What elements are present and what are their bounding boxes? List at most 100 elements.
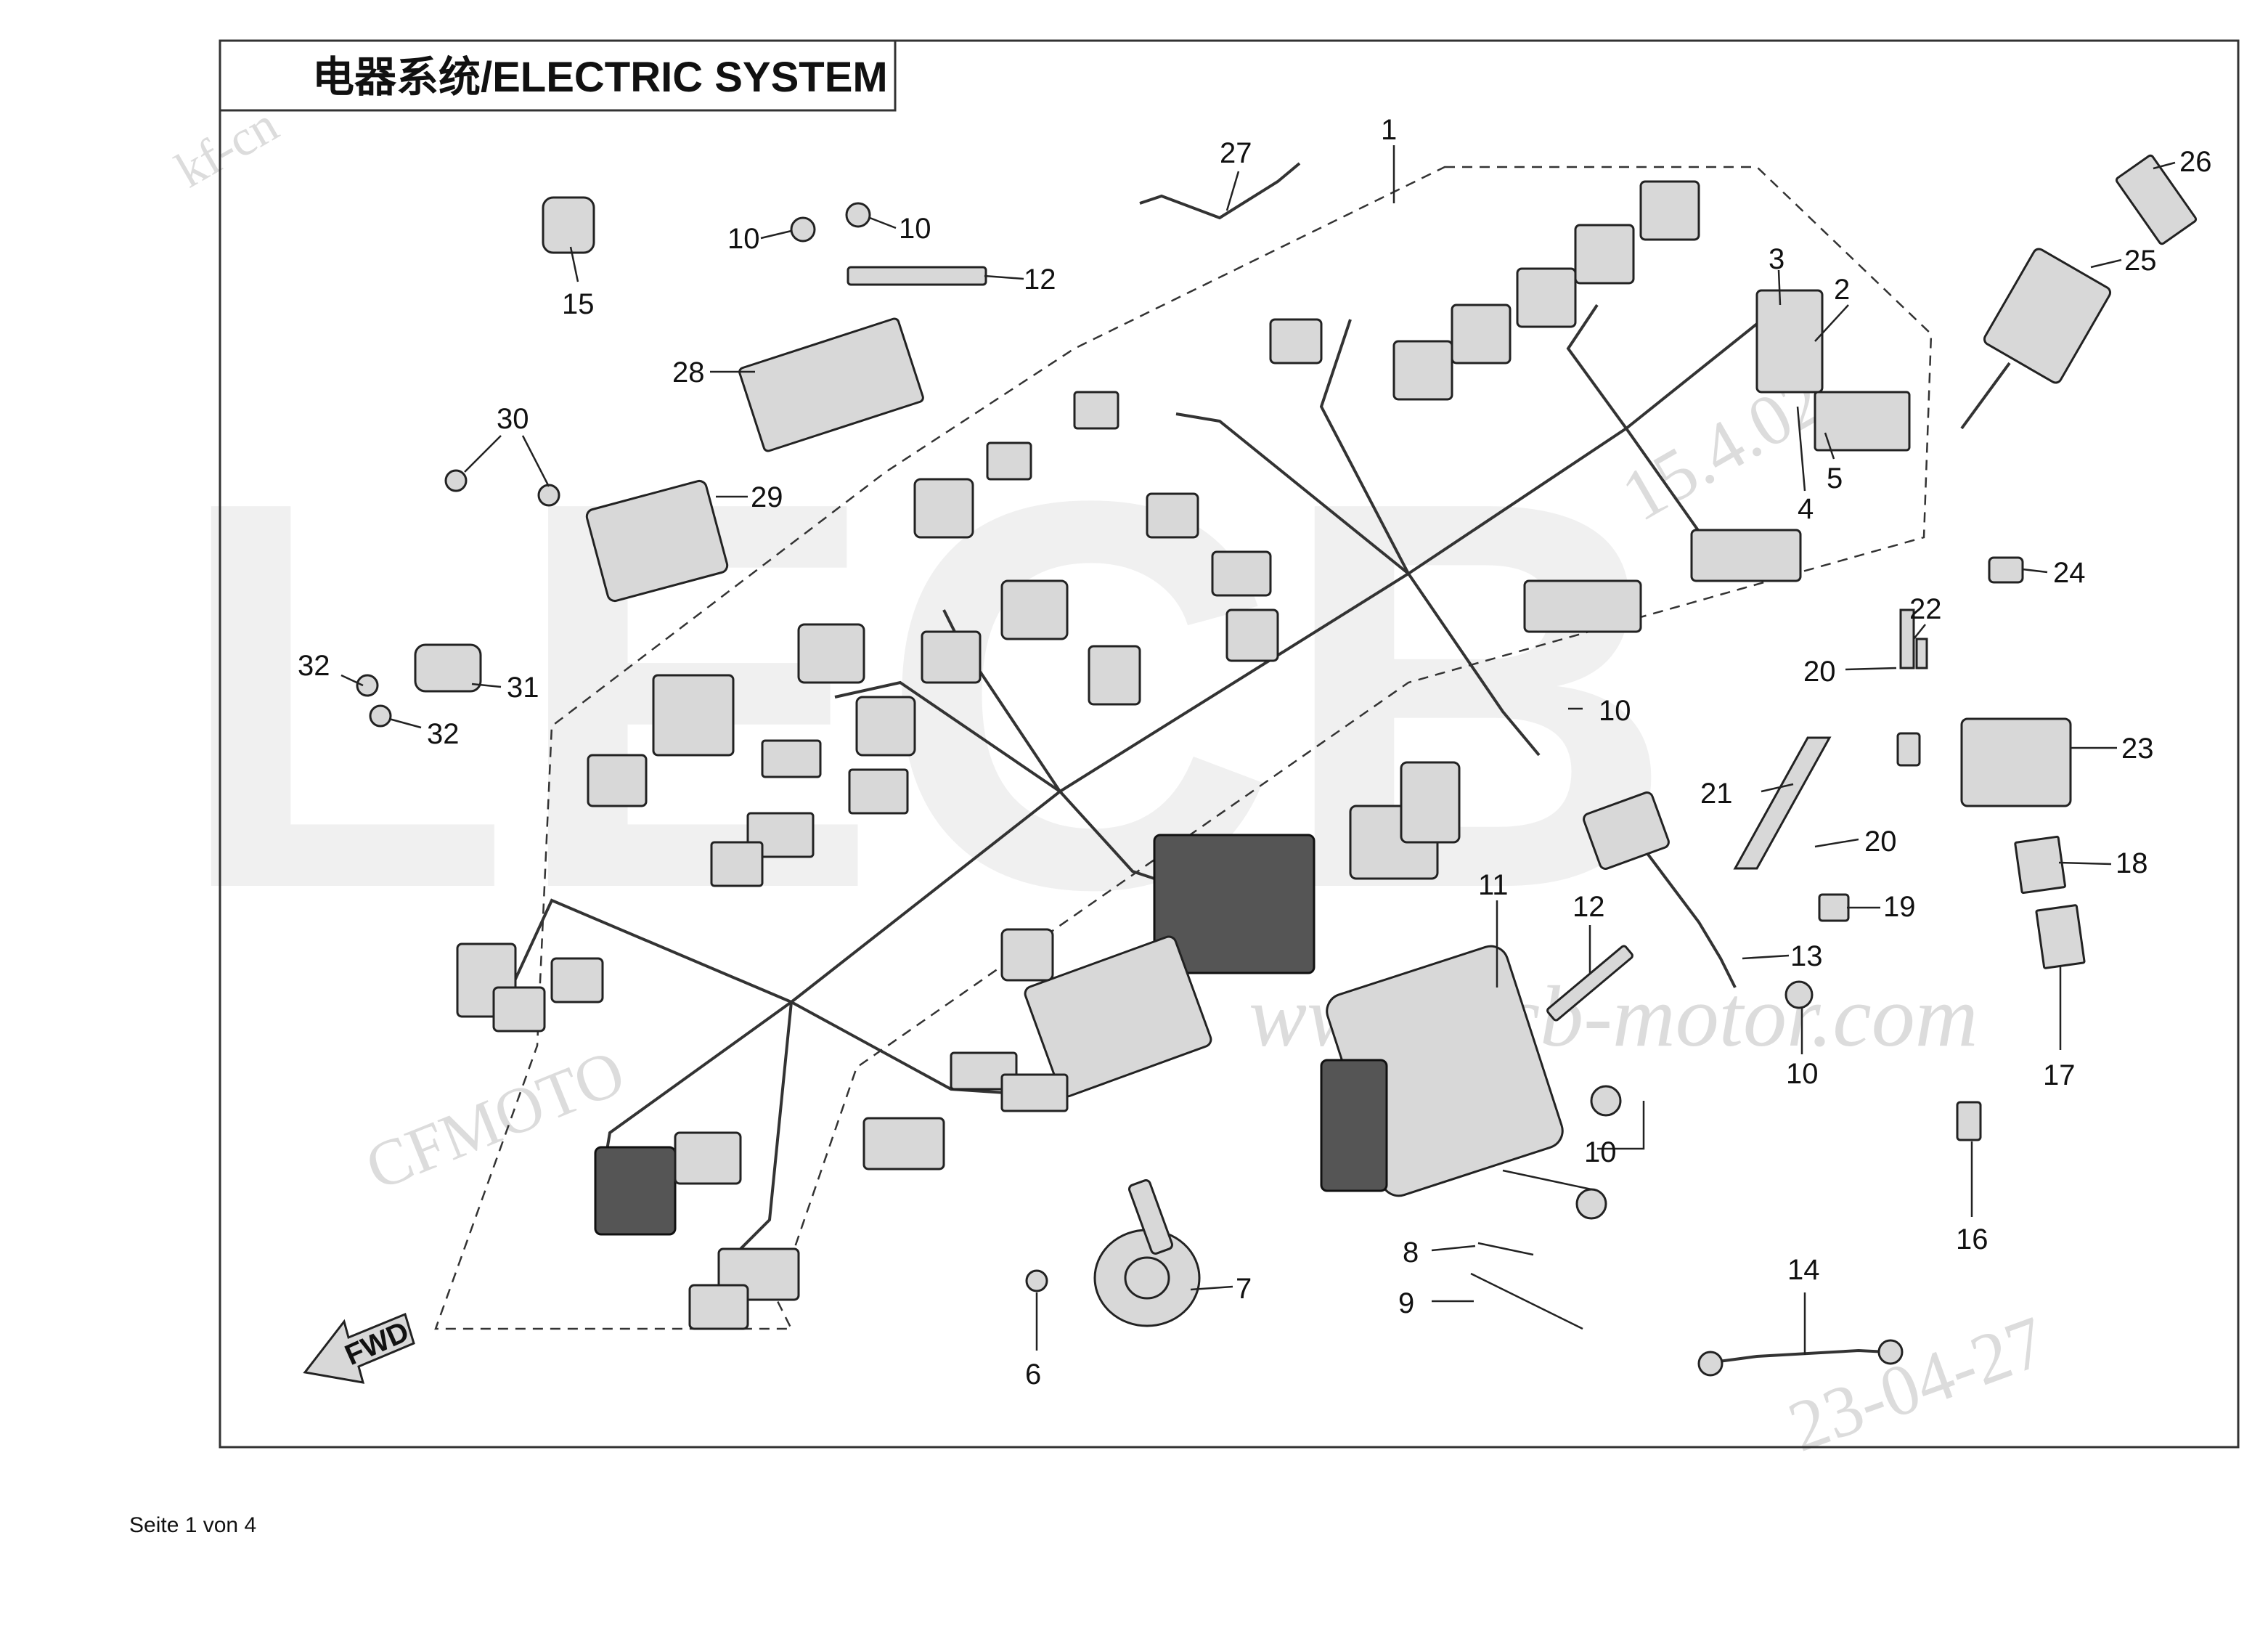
callout-27: 27 [1220, 137, 1252, 169]
connector [1088, 645, 1141, 706]
leader-line [471, 683, 502, 688]
callouts: 1 2 3 4 5 6 7 8 9 10 10 10 10 10 11 12 1… [298, 114, 2212, 1390]
callout-19: 19 [1883, 891, 1916, 923]
leader-line [1597, 1101, 1645, 1150]
fuse-box-cover [1814, 391, 1911, 452]
connector [1225, 608, 1279, 662]
connector [1451, 304, 1512, 365]
ecu-connector-housing [1024, 935, 1212, 1098]
callout-26: 26 [2179, 146, 2212, 178]
callout-20b: 20 [1864, 826, 1897, 858]
connector [921, 630, 982, 684]
callout-10b: 10 [899, 213, 931, 245]
callout-18: 18 [2116, 847, 2148, 879]
callout-8: 8 [1403, 1237, 1419, 1269]
nut [537, 484, 560, 507]
callout-10d: 10 [1786, 1058, 1819, 1090]
connector [761, 739, 822, 778]
connector [492, 986, 546, 1033]
starter-relay-cable [1632, 834, 1737, 988]
connector [1073, 391, 1119, 430]
leader-line [1742, 954, 1790, 960]
leader-line [869, 216, 897, 229]
bolt [845, 202, 871, 228]
harness-connectors [456, 180, 1911, 1330]
callout-17: 17 [2043, 1059, 2076, 1091]
leader-line [2090, 258, 2122, 269]
callout-11: 11 [1478, 869, 1509, 901]
callout-30: 30 [497, 403, 529, 435]
bolt [790, 216, 816, 243]
connector [550, 957, 604, 1003]
starter-relay [1583, 791, 1670, 870]
leader-line [464, 435, 502, 473]
callout-10a: 10 [727, 223, 760, 255]
callout-1: 1 [1381, 114, 1397, 146]
leader-line [388, 717, 422, 729]
callout-13: 13 [1790, 940, 1823, 972]
callout-2: 2 [1834, 274, 1850, 306]
bolt [1590, 1085, 1622, 1117]
callout-9: 9 [1398, 1287, 1414, 1319]
leader-line [1777, 269, 1782, 306]
page-title: 电器系统/ELECTRIC SYSTEM [312, 54, 888, 101]
callout-15: 15 [562, 288, 595, 320]
leader-line [1190, 1285, 1233, 1291]
watermark-brand-small: CFMOTO [356, 1036, 634, 1205]
cable-tie [1470, 1272, 1583, 1330]
bolt [1025, 1269, 1048, 1292]
bracket [1915, 638, 1928, 669]
connector [913, 478, 974, 539]
ground-cable [1139, 162, 1301, 220]
connector [1000, 579, 1069, 640]
callout-25: 25 [2124, 245, 2157, 277]
connector [1516, 267, 1577, 328]
connector [1000, 928, 1054, 982]
harness-branch [507, 898, 792, 1003]
harness-branch [834, 680, 1061, 793]
harness-branch [1319, 319, 1410, 574]
harness-branch [1566, 304, 1628, 430]
callout-20a: 20 [1803, 656, 1836, 688]
callout-6: 6 [1025, 1359, 1041, 1390]
drawing-frame [219, 39, 2240, 1449]
connector [1392, 340, 1453, 401]
control-unit [1983, 248, 2112, 384]
leader-line [521, 435, 550, 487]
clip [1988, 556, 2024, 584]
mounting-strap [847, 266, 987, 286]
connector [1639, 180, 1700, 241]
bolt [1575, 1188, 1607, 1220]
connector [1400, 761, 1461, 844]
leader-line [1814, 838, 1859, 848]
control-module [585, 479, 729, 603]
callout-10e: 10 [1584, 1136, 1617, 1168]
callout-22: 22 [1909, 593, 1942, 625]
callout-3: 3 [1769, 243, 1784, 275]
leader-line [760, 229, 792, 240]
callout-28: 28 [672, 357, 705, 388]
connector [855, 696, 916, 757]
fwd-arrow [303, 1312, 415, 1384]
watermark-corner: kf-cn [167, 97, 287, 199]
relay [542, 196, 595, 254]
callout-4: 4 [1798, 493, 1814, 525]
connector [710, 841, 764, 887]
connector [1269, 318, 1323, 365]
callout-12b: 12 [1572, 891, 1605, 923]
callout-24: 24 [2053, 557, 2086, 589]
fwd-label: FWD [340, 1316, 414, 1372]
connector [1146, 492, 1199, 539]
bolt-long [1477, 1242, 1534, 1256]
connector [797, 623, 865, 684]
nut [356, 674, 379, 697]
nut [444, 469, 468, 492]
connector [594, 1146, 677, 1236]
fuse-box [1755, 289, 1824, 394]
cable-terminal [1697, 1351, 1724, 1377]
connector [1211, 550, 1272, 597]
callout-14: 14 [1787, 1254, 1820, 1286]
battery-strap [1733, 736, 1832, 870]
title-box [219, 39, 897, 112]
horn-bracket [1127, 1179, 1174, 1255]
